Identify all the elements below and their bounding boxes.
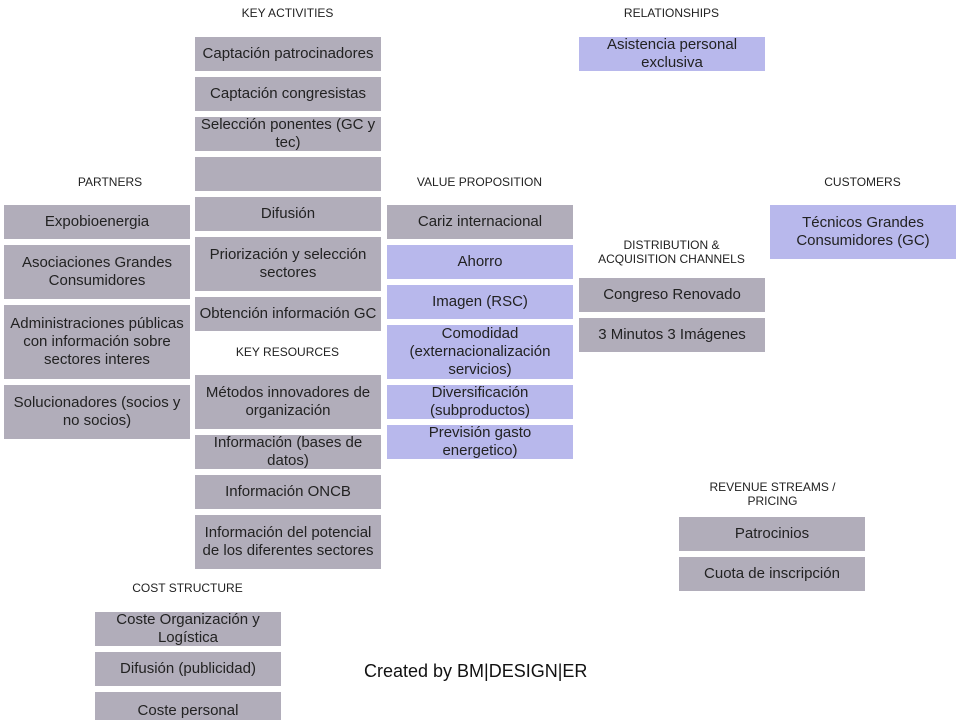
key-resources-header: KEY RESOURCES [235,345,340,359]
channel-box: 3 Minutos 3 Imágenes [579,318,765,352]
value-proposition-box: Comodidad (externacionalización servicio… [387,325,573,379]
partner-box: Expobioenergia [4,205,190,239]
partner-box: Administraciones públicas con informació… [4,305,190,379]
key-activity-box: Captación patrocinadores [195,37,381,71]
key-activity-box [195,157,381,191]
cost-box: Difusión (publicidad) [95,652,281,686]
revenue-box: Cuota de inscripción [679,557,865,591]
key-activity-box: Selección ponentes (GC y tec) [195,117,381,151]
key-resource-box: Métodos innovadores de organización [195,375,381,429]
key-activity-box: Difusión [195,197,381,231]
value-proposition-box: Diversificación (subproductos) [387,385,573,419]
key-activities-header: KEY ACTIVITIES [241,6,334,20]
value-proposition-header: VALUE PROPOSITION [416,175,543,189]
cost-box: Coste Organización y Logística [95,612,281,646]
cost-box: Coste personal [95,692,281,720]
channel-box: Congreso Renovado [579,278,765,312]
cost-structure-header: COST STRUCTURE [132,581,243,595]
revenue-box: Patrocinios [679,517,865,551]
customers-header: CUSTOMERS [824,175,901,189]
key-resource-box: Información (bases de datos) [195,435,381,469]
value-proposition-box: Ahorro [387,245,573,279]
key-activity-box: Captación congresistas [195,77,381,111]
created-by-credit: Created by BM|DESIGN|ER [364,661,588,681]
partner-box: Asociaciones Grandes Consumidores [4,245,190,299]
customer-box: Técnicos Grandes Consumidores (GC) [770,205,956,259]
key-resource-box: Información del potencial de los diferen… [195,515,381,569]
relationships-header: RELATIONSHIPS [623,6,720,20]
key-resource-box: Información ONCB [195,475,381,509]
key-activity-box: Obtención información GC [195,297,381,331]
revenue-header: REVENUE STREAMS / PRICING [709,480,836,508]
relationship-box: Asistencia personal exclusiva [579,37,765,71]
value-proposition-box: Previsión gasto energetico) [387,425,573,459]
partners-header: PARTNERS [77,175,143,189]
partner-box: Solucionadores (socios y no socios) [4,385,190,439]
value-proposition-box: Imagen (RSC) [387,285,573,319]
key-activity-box: Priorización y selección sectores [195,237,381,291]
value-proposition-box: Cariz internacional [387,205,573,239]
distribution-header: DISTRIBUTION & ACQUISITION CHANNELS [598,238,745,266]
